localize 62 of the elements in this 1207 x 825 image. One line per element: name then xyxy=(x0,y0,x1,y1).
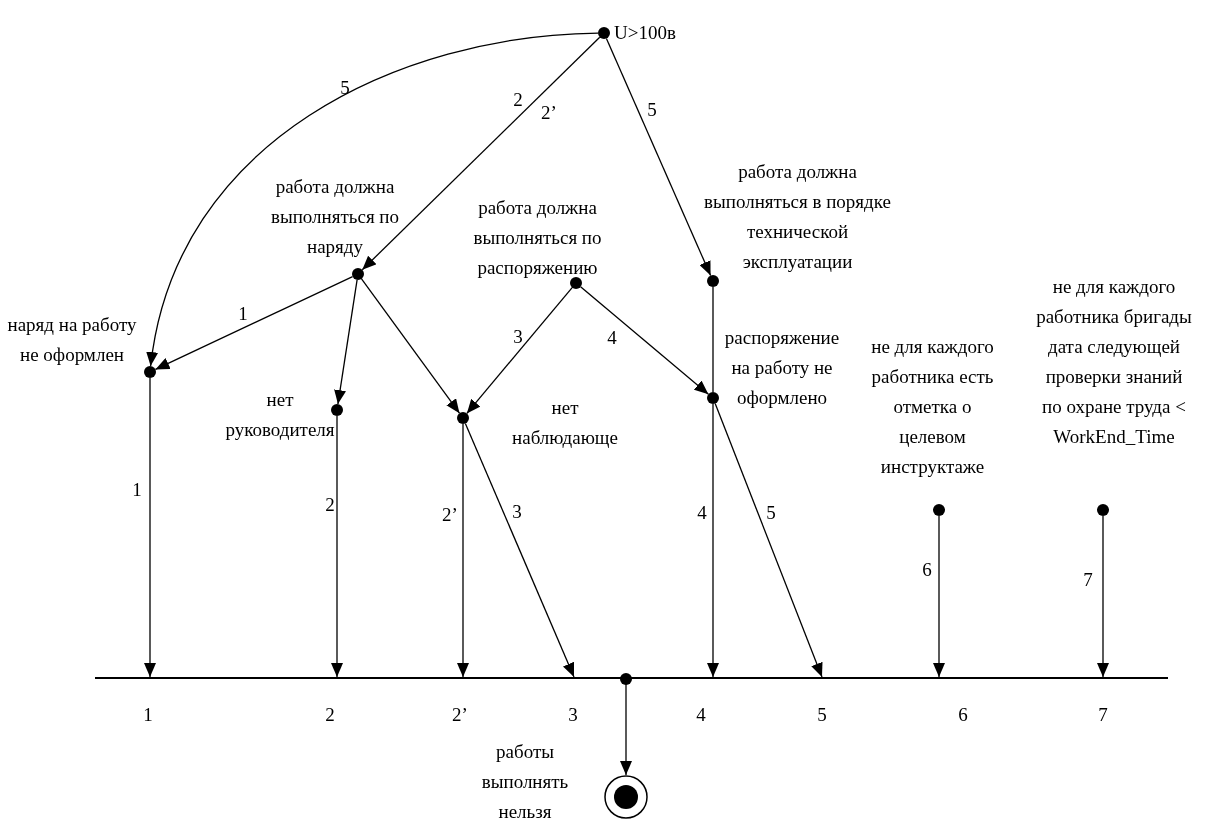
node-label: нет наблюдающе xyxy=(511,396,619,450)
axis-label: 4 xyxy=(695,704,707,726)
arrow xyxy=(144,377,156,678)
edge-label: 5 xyxy=(765,502,777,524)
axis-label: 2’ xyxy=(451,704,469,726)
dot-node xyxy=(933,504,945,516)
arrow xyxy=(620,673,632,776)
arrow xyxy=(154,275,354,371)
arrow xyxy=(331,415,343,678)
axis-label: 2 xyxy=(324,704,336,726)
dot-node xyxy=(707,275,719,287)
edge-label: 2 xyxy=(324,494,336,516)
arrow xyxy=(147,32,599,367)
node-label: наряд на работу не оформлен xyxy=(6,313,138,367)
edge-label: 2’ xyxy=(441,504,459,526)
arrow xyxy=(360,278,461,414)
node-label: работы выполнять нельзя xyxy=(480,740,570,824)
dot-node xyxy=(331,404,343,416)
edge-label: 3 xyxy=(512,326,524,348)
node-label: нет руководителя xyxy=(224,388,336,442)
dot-node xyxy=(352,268,364,280)
dot-node xyxy=(707,392,719,404)
final-node xyxy=(604,775,648,819)
axis-label: 5 xyxy=(816,704,828,726)
edge-label: 2 xyxy=(512,89,524,111)
edge-label: 6 xyxy=(921,559,933,581)
edge-label: 4 xyxy=(696,502,708,524)
arrow xyxy=(464,422,575,678)
dot-node xyxy=(1097,504,1109,516)
node-label: U>100в xyxy=(614,21,677,45)
edge-label: 1 xyxy=(237,303,249,325)
edge-label: 7 xyxy=(1082,569,1094,591)
node-label: работа должна выполняться по распоряжению xyxy=(472,196,603,280)
line-number: 2’ xyxy=(540,102,558,124)
axis-label: 7 xyxy=(1097,704,1109,726)
node-label: работа должна выполняться по наряду xyxy=(269,175,401,259)
node-label: распоряжение на работу не оформлено xyxy=(723,326,841,410)
dot-node xyxy=(598,27,610,39)
edge-label: 4 xyxy=(606,327,618,349)
arrow xyxy=(579,286,710,395)
dot-node xyxy=(144,366,156,378)
arrow xyxy=(933,515,945,678)
edge-label: 5 xyxy=(339,77,351,99)
arrow xyxy=(457,423,469,678)
node-label: не для каждого работника бригады дата следующей проверки знаний по охране труда < WorkEnd_Time xyxy=(1035,275,1193,449)
arrow xyxy=(605,37,712,277)
arrow xyxy=(466,286,573,415)
arrow xyxy=(361,36,601,271)
edge-label: 1 xyxy=(131,479,143,501)
node-label: работа должна выполняться в порядке технической эксплуатации xyxy=(703,160,892,274)
axis-label: 6 xyxy=(957,704,969,726)
edge-label: 5 xyxy=(646,99,658,121)
arrow xyxy=(334,279,358,405)
axis-label: 1 xyxy=(142,704,154,726)
axis-label: 3 xyxy=(567,704,579,726)
dot-node xyxy=(457,412,469,424)
arrow xyxy=(707,403,719,678)
dot-node xyxy=(570,277,582,289)
arrow xyxy=(1097,515,1109,678)
node-label: не для каждого работника есть отметка о целевом инструктаже xyxy=(870,335,995,479)
edge-label: 3 xyxy=(511,501,523,523)
arrow xyxy=(714,402,823,678)
